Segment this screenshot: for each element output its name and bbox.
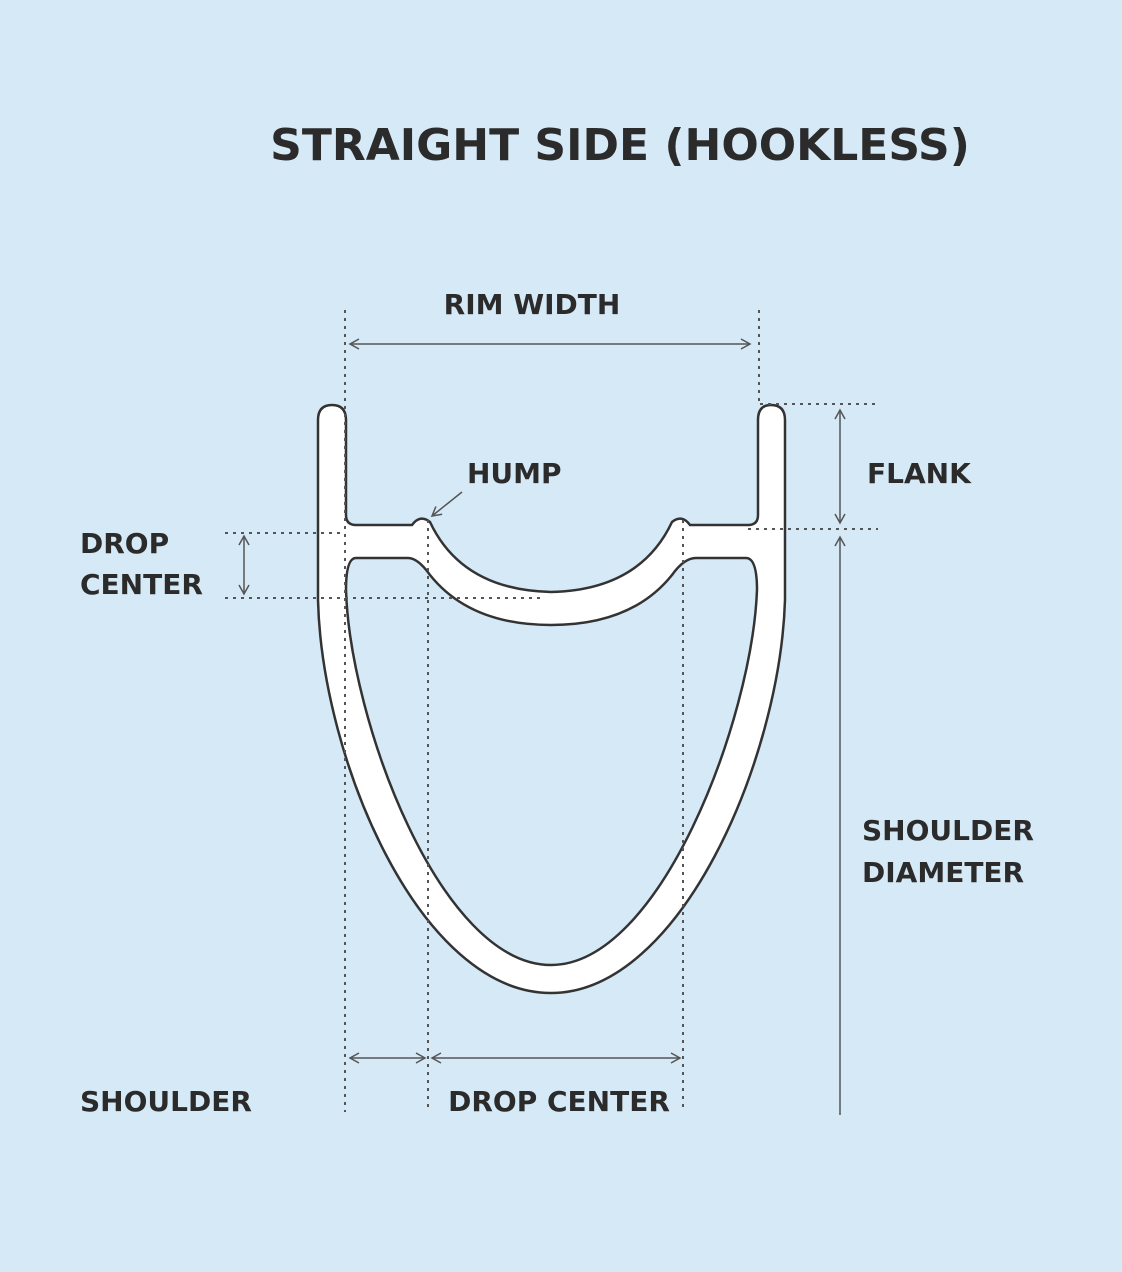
shoulder-diameter-label-line1: SHOULDER bbox=[862, 814, 1034, 847]
hump-pointer-arrow bbox=[430, 491, 463, 517]
guide-lines bbox=[225, 310, 878, 1112]
shoulder-diameter-label-line2: DIAMETER bbox=[862, 856, 1024, 889]
diagram-title: STRAIGHT SIDE (HOOKLESS) bbox=[270, 120, 970, 171]
hump-label: HUMP bbox=[467, 457, 562, 490]
shoulder-label: SHOULDER bbox=[80, 1085, 252, 1118]
drop-center-label-line2: CENTER bbox=[80, 568, 203, 601]
flank-label: FLANK bbox=[867, 457, 972, 490]
rim-cavity bbox=[344, 556, 759, 967]
rim-width-label: RIM WIDTH bbox=[444, 288, 621, 321]
drop-center-bottom-label: DROP CENTER bbox=[448, 1085, 670, 1118]
drop-center-label-line1: DROP bbox=[80, 527, 169, 560]
